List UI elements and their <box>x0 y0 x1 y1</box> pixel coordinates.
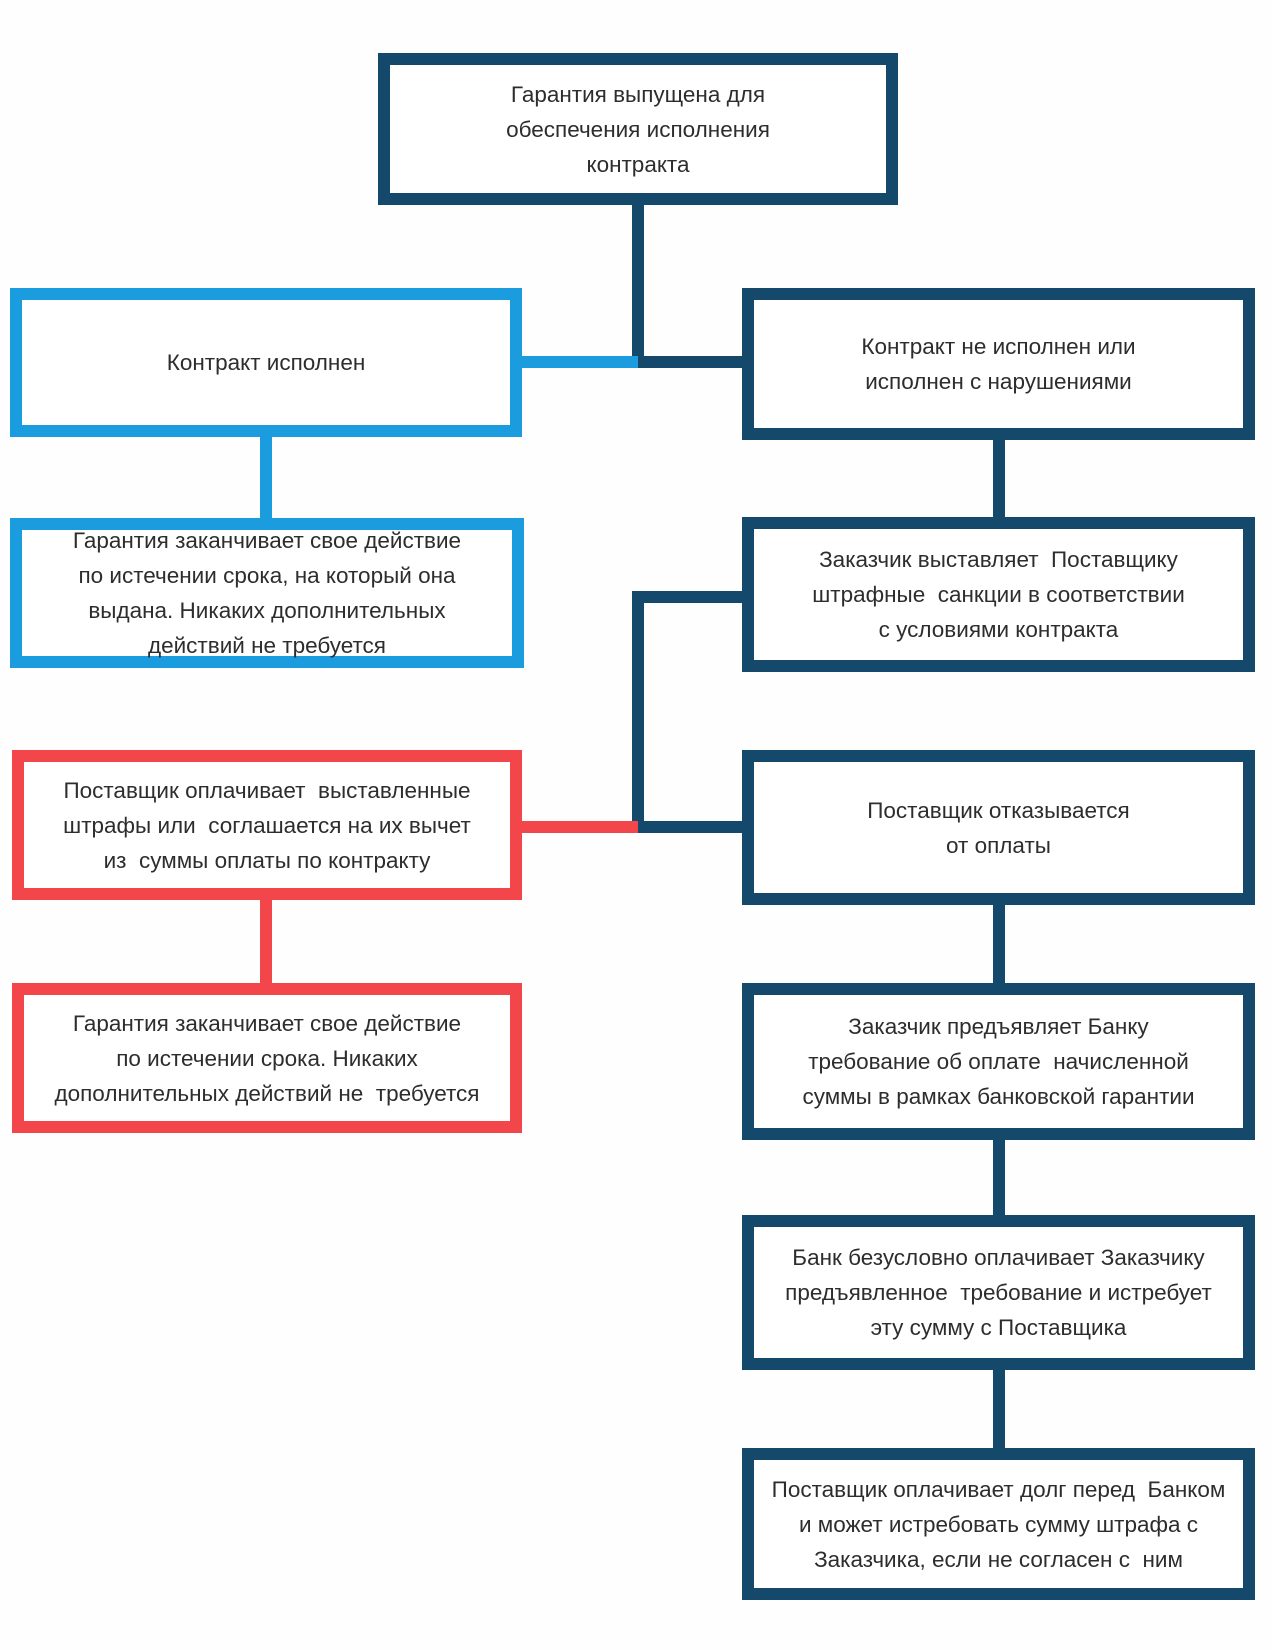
node-bank-pays-customer: Банк безусловно оплачивает Заказчику пре… <box>742 1215 1255 1370</box>
node-contract-fulfilled-text: Контракт исполнен <box>166 350 366 375</box>
connector-to-supplier-pays-red <box>512 821 638 833</box>
connector-claims-down <box>993 1138 1005 1219</box>
node-guarantee-issued-text: Гарантия выпущена для обеспечения исполн… <box>506 81 770 177</box>
node-customer-imposes-fines: Заказчик выставляет Поставщику штрафные … <box>742 517 1255 672</box>
node-guarantee-expires-after-term-text: Гарантия заканчивает свое действие по ис… <box>54 1010 480 1106</box>
node-guarantee-expires-no-action-text: Гарантия заканчивает свое действие по ис… <box>72 528 462 658</box>
node-supplier-pays-fines-text: Поставщик оплачивает выставленные штрафы… <box>63 777 471 873</box>
connector-to-supplier-refuses <box>638 821 748 833</box>
node-contract-not-fulfilled: Контракт не исполнен или исполнен с нару… <box>742 288 1255 440</box>
connector-branch-right-navy <box>638 356 748 368</box>
node-guarantee-expires-no-action: Гарантия заканчивает свое действие по ис… <box>10 518 524 668</box>
connector-fines-elbow-vertical <box>632 591 644 833</box>
node-customer-claims-bank: Заказчик предъявляет Банку требование об… <box>742 983 1255 1140</box>
connector-not-fulfilled-down <box>993 440 1005 520</box>
connector-fines-elbow-top <box>632 591 748 603</box>
node-contract-fulfilled: Контракт исполнен <box>10 288 522 437</box>
connector-supplier-pays-down <box>260 900 272 987</box>
node-bank-pays-customer-text: Банк безусловно оплачивает Заказчику пре… <box>785 1245 1212 1340</box>
node-supplier-refuses-payment: Поставщик отказывается от оплаты <box>742 750 1255 905</box>
node-guarantee-issued: Гарантия выпущена для обеспечения исполн… <box>378 53 898 205</box>
connector-contract-fulfilled-down <box>260 437 272 522</box>
connector-refuses-down <box>993 903 1005 987</box>
node-contract-not-fulfilled-text: Контракт не исполнен или исполнен с нару… <box>861 334 1136 394</box>
node-customer-imposes-fines-text: Заказчик выставляет Поставщику штрафные … <box>812 547 1185 642</box>
node-supplier-repays-bank-text: Поставщик оплачивает долг перед Банком и… <box>771 1476 1226 1572</box>
node-supplier-refuses-payment-text: Поставщик отказывается от оплаты <box>867 797 1130 858</box>
connector-branch-left-blue <box>512 356 638 368</box>
node-customer-claims-bank-text: Заказчик предъявляет Банку требование об… <box>802 1014 1195 1109</box>
node-supplier-pays-fines: Поставщик оплачивает выставленные штрафы… <box>12 750 522 900</box>
node-guarantee-expires-after-term: Гарантия заканчивает свое действие по ис… <box>12 983 522 1133</box>
connector-bank-pays-down <box>993 1368 1005 1452</box>
node-supplier-repays-bank: Поставщик оплачивает долг перед Банком и… <box>742 1448 1255 1600</box>
connector-root-trunk <box>632 205 644 368</box>
